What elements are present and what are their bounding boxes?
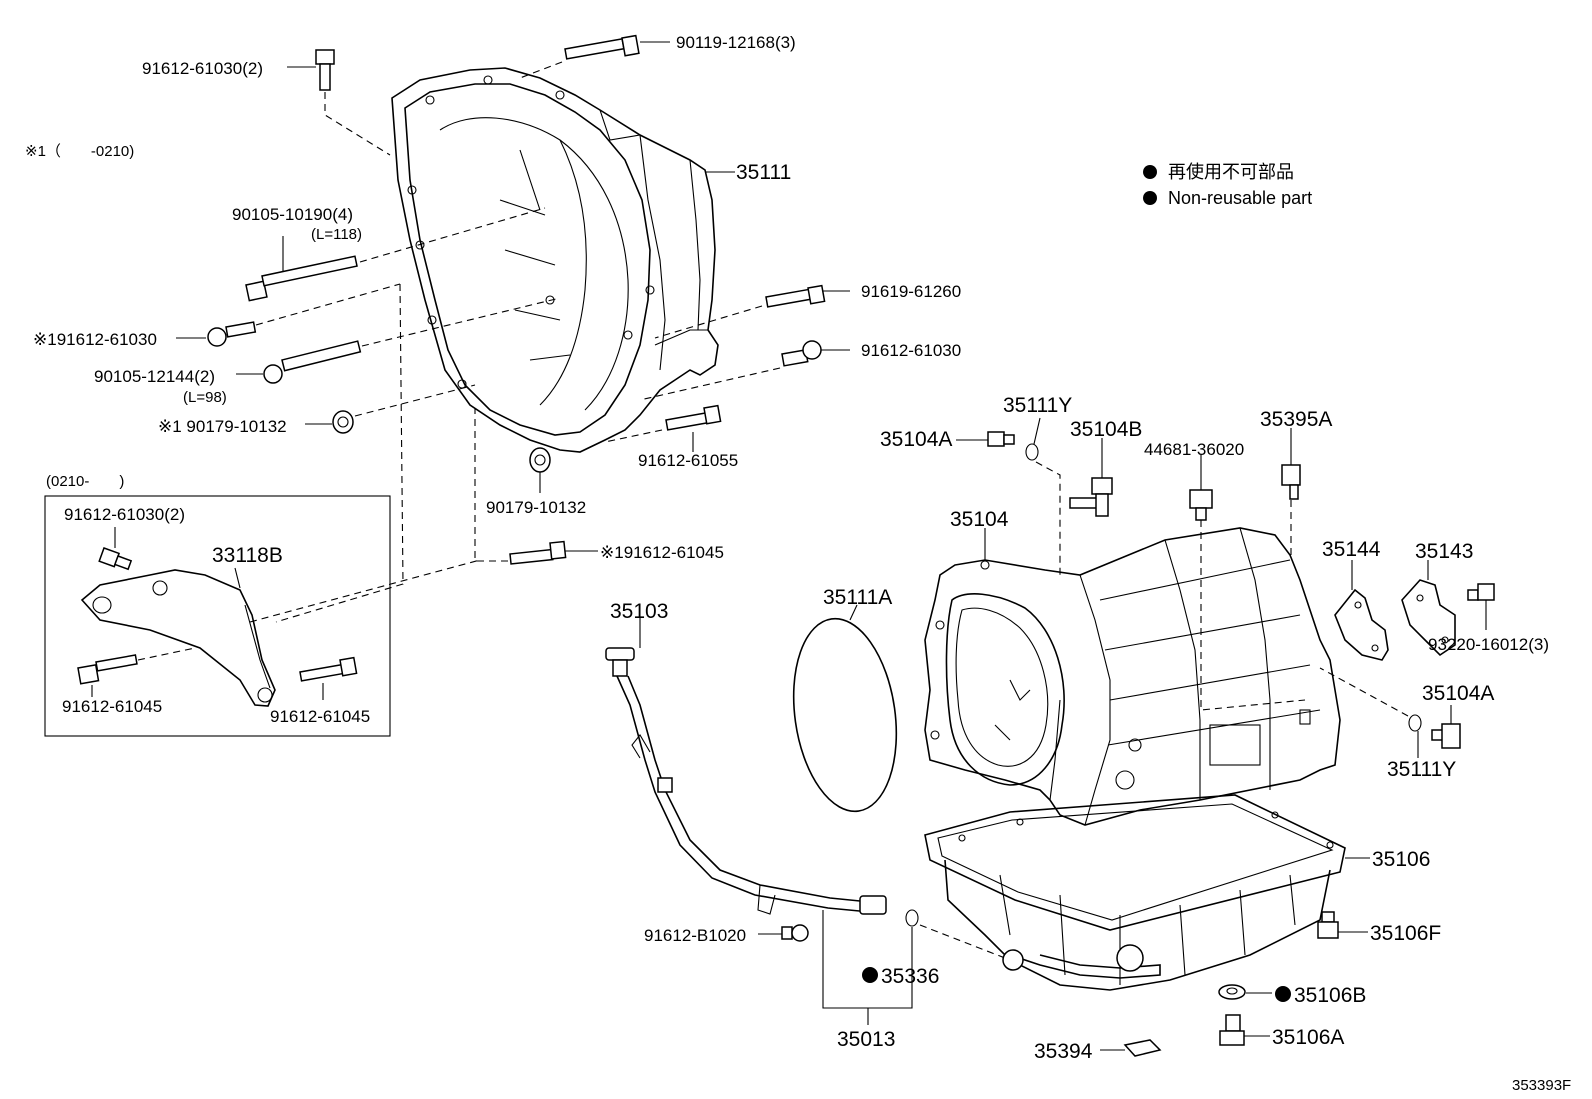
bolt-icon <box>1317 911 1339 939</box>
legend-english: Non-reusable part <box>1168 188 1312 208</box>
label-35111a: 35111A <box>823 586 892 609</box>
bracket-inset <box>44 495 391 737</box>
label-35336: 35336 <box>881 965 939 988</box>
fasteners-upper <box>176 34 850 623</box>
plug-icon <box>987 431 1015 447</box>
label-note-1: ※1（ -0210) <box>25 143 134 160</box>
label-35104a-top: 35104A <box>880 428 952 451</box>
bell-housing-35111 <box>391 67 719 453</box>
elbow-fitting-icon <box>1069 477 1113 517</box>
label-35106a: 35106A <box>1272 1026 1344 1049</box>
dipstick-tube <box>605 617 1006 1025</box>
bolt-icon <box>245 255 358 302</box>
o-ring-icon <box>905 909 919 927</box>
label-91619-61260: 91619-61260 <box>861 282 961 301</box>
gasket-icon <box>1218 984 1246 1000</box>
label-44681-36020: 44681-36020 <box>1144 440 1244 459</box>
part-labels: 91612-61030(2) 90119-12168(3) ※1（ -0210)… <box>25 33 1571 1094</box>
label-90179-10132-star: ※1 90179-10132 <box>158 417 287 436</box>
bolt-icon <box>98 547 133 571</box>
label-91612-61030: 91612-61030 <box>861 341 961 360</box>
plug-icon <box>1189 489 1213 521</box>
small-parts-right <box>862 417 1495 1057</box>
label-91612-b1020: 91612-B1020 <box>644 926 746 945</box>
label-l118: (L=118) <box>311 226 362 243</box>
figure-id: 353393F <box>1512 1077 1571 1094</box>
nut-icon <box>332 410 354 434</box>
bolt-icon <box>77 654 138 685</box>
label-35111y-right: 35111Y <box>1387 758 1456 781</box>
bolt-icon <box>781 340 822 367</box>
label-35111: 35111 <box>736 161 791 184</box>
label-91612-61045-left: 91612-61045 <box>62 697 162 716</box>
label-35104b: 35104B <box>1070 418 1142 441</box>
bolt-icon <box>781 924 809 942</box>
label-l98: (L=98) <box>183 389 227 406</box>
non-reusable-bullet-icon <box>1143 191 1157 205</box>
label-35013: 35013 <box>837 1028 895 1051</box>
label-91612-61055: 91612-61055 <box>638 451 738 470</box>
transmission-35104 <box>924 527 1341 826</box>
sensor-icon <box>1281 464 1301 500</box>
bolt-icon <box>207 321 257 347</box>
plug-icon <box>1219 1014 1245 1046</box>
label-91612-61045-star: ※191612-61045 <box>600 543 724 562</box>
label-33118b: 33118B <box>212 544 283 567</box>
label-90179-10132: 90179-10132 <box>486 498 586 517</box>
legend-japanese: 再使用不可部品 <box>1168 162 1294 182</box>
o-ring-icon <box>1408 714 1422 732</box>
nut-icon <box>529 447 551 473</box>
bolt-icon <box>564 34 640 60</box>
label-35106f: 35106F <box>1370 922 1441 945</box>
label-35106b: 35106B <box>1294 984 1366 1007</box>
label-35143: 35143 <box>1415 540 1473 563</box>
label-35104: 35104 <box>950 508 1009 531</box>
label-35104a-right: 35104A <box>1422 682 1494 705</box>
label-35394: 35394 <box>1034 1040 1093 1063</box>
label-91612-61030-star: ※191612-61030 <box>33 330 157 349</box>
magnet-icon <box>1123 1039 1162 1057</box>
bolt-icon <box>665 404 722 431</box>
label-90119-12168: 90119-12168(3) <box>676 33 796 52</box>
label-91612-61030-2: 91612-61030(2) <box>142 59 263 78</box>
bolt-icon <box>299 656 358 682</box>
plug-icon <box>1431 723 1461 749</box>
bolt-icon <box>1467 583 1495 601</box>
bolt-icon <box>263 340 362 384</box>
legend: 再使用不可部品 Non-reusable part <box>1143 162 1312 208</box>
label-35111y-top: 35111Y <box>1003 394 1072 417</box>
label-90105-12144: 90105-12144(2) <box>94 367 215 386</box>
label-90105-10190: 90105-10190(4) <box>232 205 353 224</box>
label-91612-61045-right: 91612-61045 <box>270 707 370 726</box>
non-reusable-bullet-icon <box>862 967 878 983</box>
bolt-icon <box>509 540 567 565</box>
label-93220-16012: 93220-16012(3) <box>1428 635 1549 654</box>
non-reusable-bullet-icon <box>1275 986 1291 1002</box>
non-reusable-bullet-icon <box>1143 165 1157 179</box>
label-91612-61030-2-box: 91612-61030(2) <box>64 505 185 524</box>
label-35106: 35106 <box>1372 848 1430 871</box>
bolt-icon <box>315 49 335 91</box>
oil-pan-35106 <box>924 794 1370 991</box>
o-ring-icon <box>1025 443 1039 461</box>
label-bracket-range: (0210- ) <box>46 473 124 490</box>
bolt-icon <box>765 284 826 308</box>
label-35103: 35103 <box>610 600 668 623</box>
label-35144: 35144 <box>1322 538 1381 561</box>
label-35395a: 35395A <box>1260 408 1332 431</box>
o-ring-35111a <box>792 617 898 813</box>
